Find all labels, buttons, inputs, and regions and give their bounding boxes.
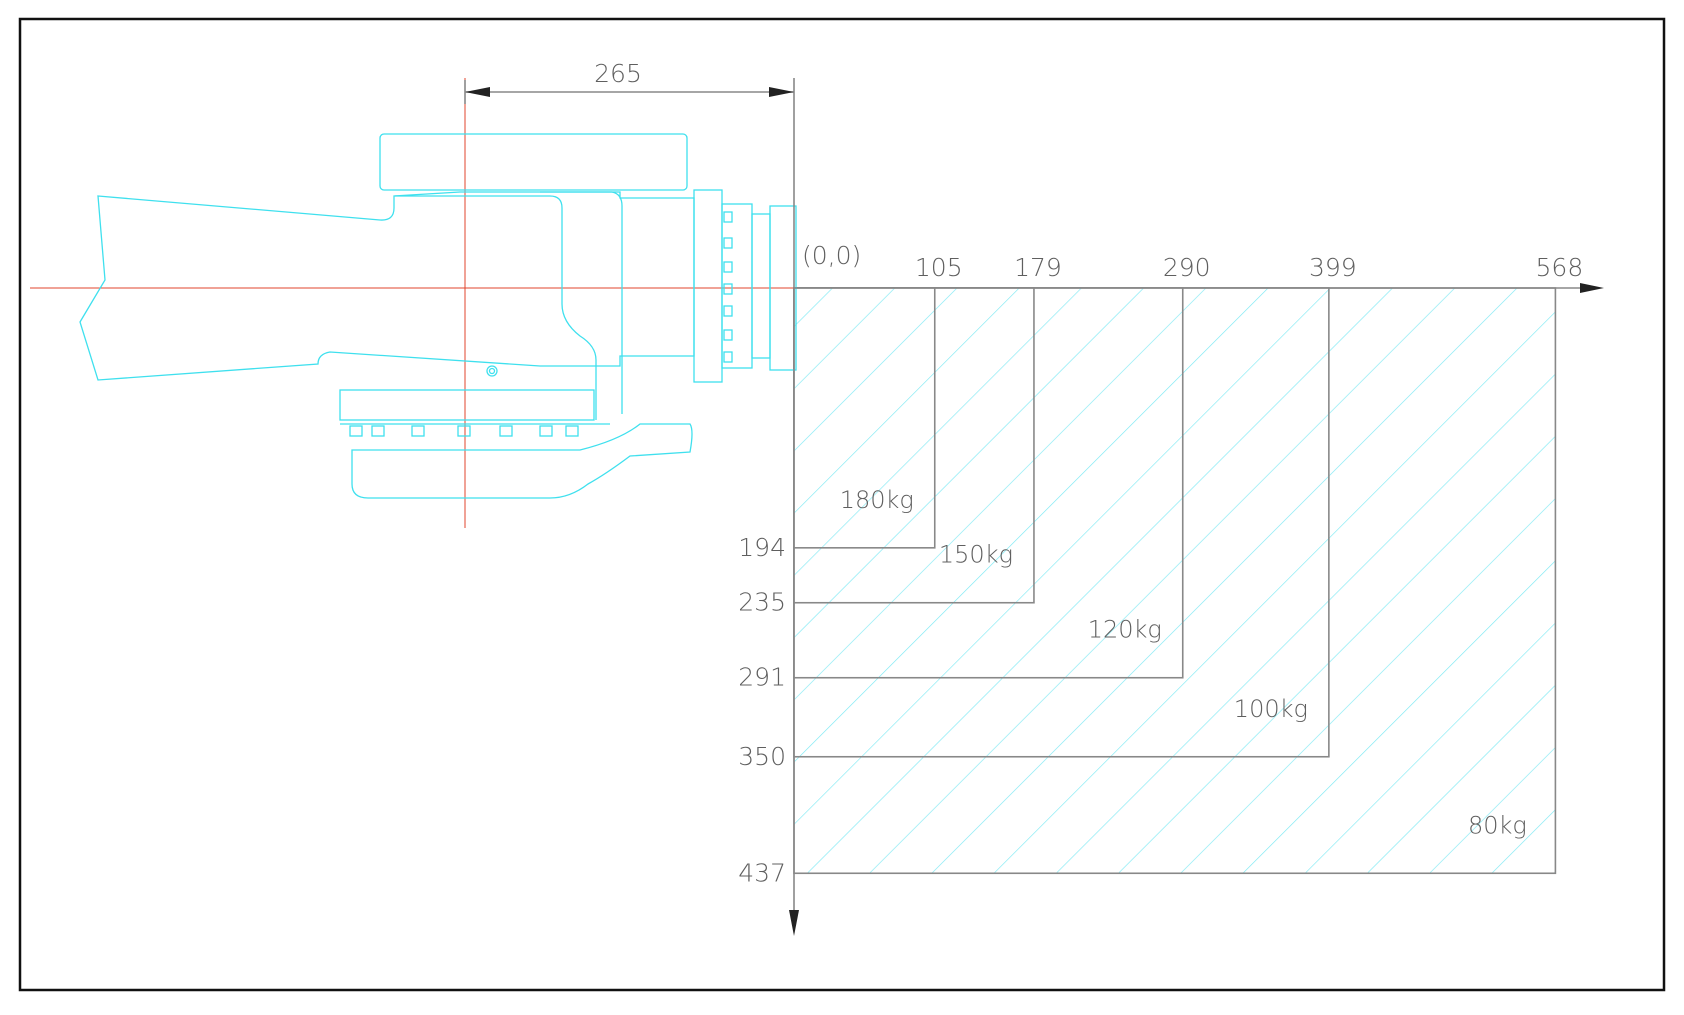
base-bolt-5	[539, 425, 553, 437]
y-tick-label-0: 194	[738, 533, 786, 562]
load-label-3: 100kg	[1234, 695, 1308, 723]
flange-bolt-2	[723, 261, 733, 273]
flange-bolt-1	[723, 237, 733, 249]
load-label-4: 80kg	[1468, 811, 1527, 839]
dimension-arrow-left	[465, 87, 490, 97]
flange-bolts	[349, 211, 733, 437]
load-label-0: 180kg	[840, 486, 914, 514]
x-tick-label-0: 105	[915, 253, 963, 282]
bottom-base	[351, 423, 693, 499]
y-axis-ticks: 194 235 291 350 437	[738, 533, 786, 887]
x-tick-label-3: 399	[1309, 253, 1357, 282]
x-tick-label-2: 290	[1163, 253, 1211, 282]
dimension-arrow-right	[769, 87, 794, 97]
y-tick-label-4: 437	[738, 858, 786, 887]
origin-label: (0,0)	[802, 241, 861, 270]
base-bolt-4	[499, 425, 513, 437]
y-tick-label-1: 235	[738, 588, 786, 617]
base-bolt-6	[565, 425, 579, 437]
base-bolt-2	[411, 425, 425, 437]
top-cap	[379, 133, 688, 191]
x-tick-label-1: 179	[1014, 253, 1062, 282]
mounting-flange	[693, 189, 723, 383]
load-label-2: 120kg	[1088, 616, 1162, 644]
x-tick-label-4: 568	[1536, 253, 1584, 282]
load-label-1: 150kg	[939, 541, 1013, 569]
flange-bolt-0	[723, 211, 733, 223]
pin-hole	[486, 365, 498, 377]
load-zone-4	[793, 287, 936, 549]
y-tick-label-2: 291	[738, 663, 786, 692]
inner-cavity	[395, 195, 597, 420]
inner-cavity-line	[540, 191, 623, 414]
load-labels: 180kg 150kg 120kg 100kg 80kg	[840, 486, 1527, 839]
robot-arm-body	[79, 191, 695, 381]
y-tick-label-3: 350	[738, 742, 786, 771]
tool-mount	[751, 213, 771, 359]
flange-bolt-5	[723, 329, 733, 341]
base-bolt-1	[371, 425, 385, 437]
load-zones	[793, 287, 1557, 875]
drawing-frame	[18, 17, 1666, 992]
y-axis-arrow	[789, 910, 799, 936]
x-axis-arrow	[1580, 283, 1604, 293]
pin-hole-inner	[488, 367, 496, 375]
robot-wrist-outline	[79, 133, 797, 499]
flange-plate	[339, 389, 595, 421]
flange-bolt-3	[723, 283, 733, 295]
dimension-label: 265	[594, 59, 642, 88]
flange-bolt-4	[723, 305, 733, 317]
x-axis-ticks: 105 179 290 399 568	[915, 253, 1583, 282]
flange-bolt-6	[723, 351, 733, 363]
base-bolt-0	[349, 425, 363, 437]
flange-ring	[721, 203, 753, 369]
base-bolt-3	[457, 425, 471, 437]
